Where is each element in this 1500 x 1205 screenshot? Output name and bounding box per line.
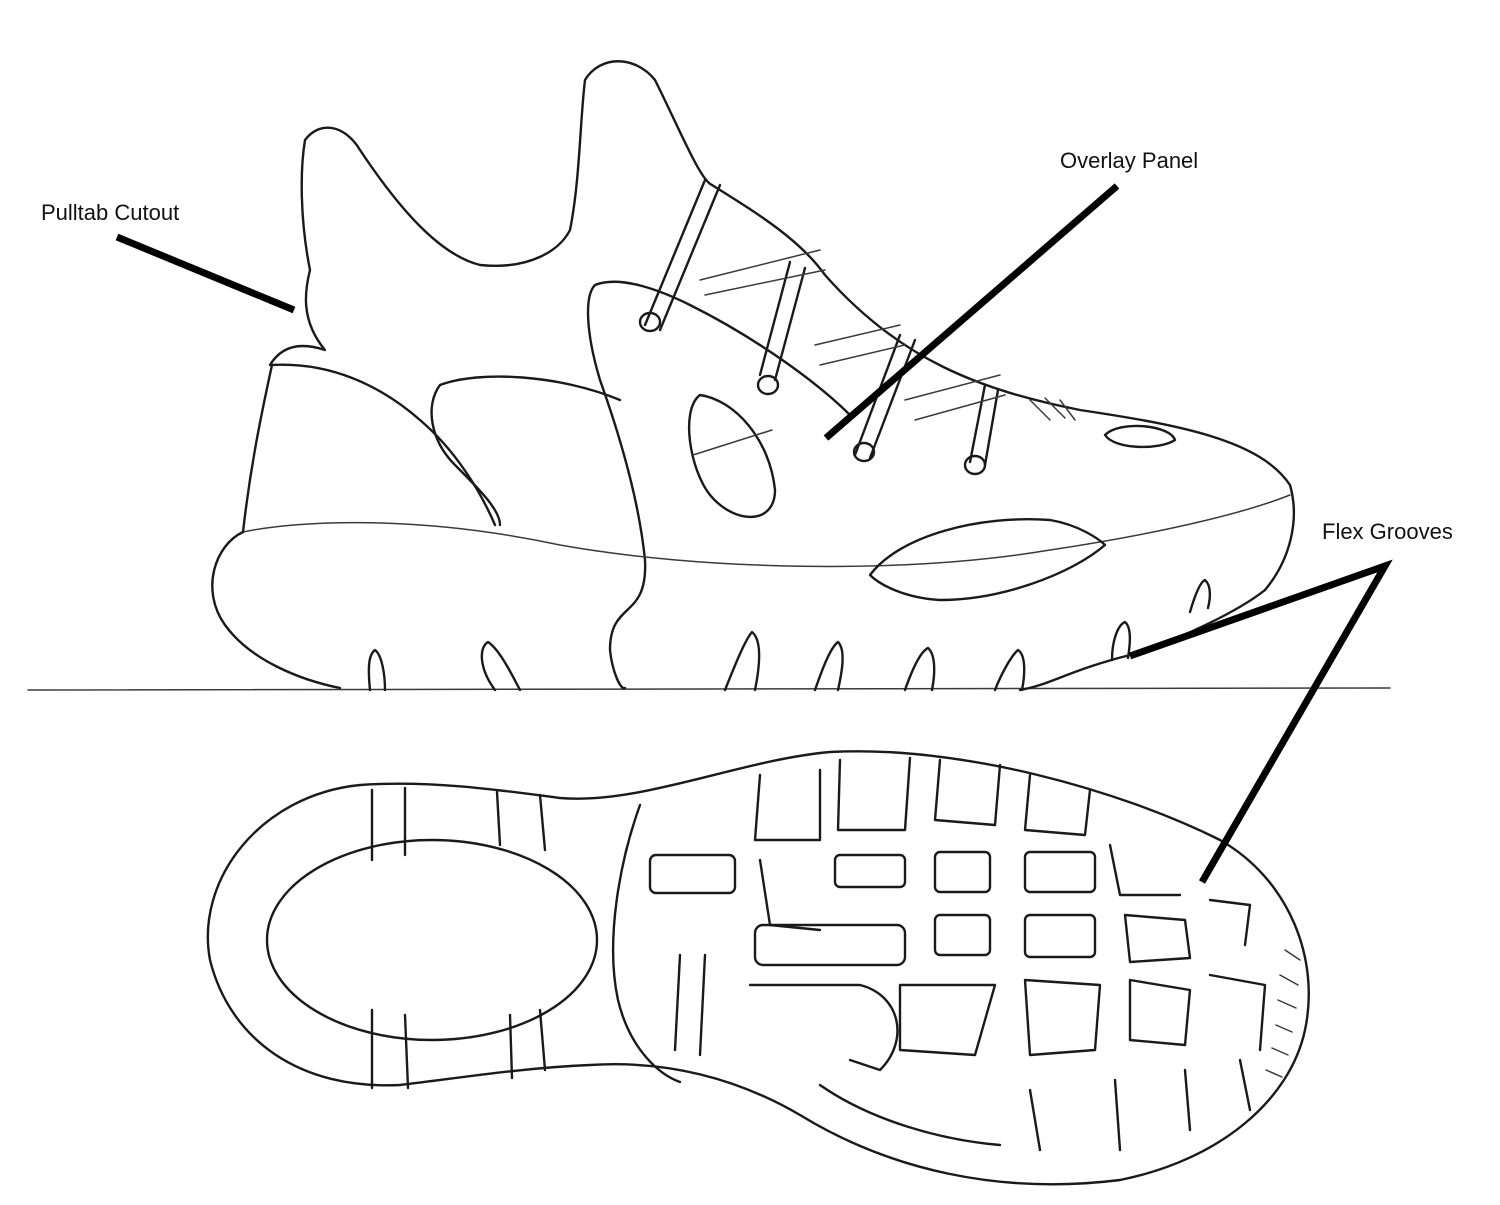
overlay-panel-shape	[586, 280, 852, 690]
midsole-line	[242, 494, 1291, 568]
midsole-lens	[868, 518, 1107, 602]
forefoot-lugs	[648, 756, 1267, 1152]
overlay-cutout	[687, 393, 777, 519]
lace-strap-1	[643, 178, 722, 332]
overlay-cutout-divider	[692, 429, 773, 456]
flex-grooves-label: Flex Grooves	[1322, 519, 1453, 544]
lace-strap-2	[758, 260, 807, 382]
overlay-leader-line	[823, 183, 1120, 441]
upper-outline	[268, 60, 1296, 592]
heel-rails	[370, 786, 547, 1090]
pulltab-cutout-label: Pulltab Cutout	[41, 200, 180, 225]
heel-counter	[241, 363, 497, 534]
heel-pad	[265, 838, 599, 1042]
lace-strap-3	[853, 333, 917, 460]
toe-cutout	[1103, 424, 1177, 449]
lace-strap-4	[968, 383, 1000, 467]
flex-leader-line	[1128, 559, 1393, 884]
side-panel	[430, 375, 622, 527]
midfoot-divider	[611, 803, 682, 1084]
flex-grooves-side	[367, 578, 1212, 692]
pulltab-leader-line	[115, 233, 296, 314]
outsole-bottom-view	[206, 750, 1310, 1186]
eyelets	[638, 311, 987, 476]
outsole-outline	[206, 750, 1310, 1186]
tongue-stripes	[699, 249, 1076, 421]
overlay-panel-label: Overlay Panel	[1060, 148, 1199, 173]
toe-hatching	[1265, 949, 1301, 1078]
ground-line	[27, 687, 1391, 691]
